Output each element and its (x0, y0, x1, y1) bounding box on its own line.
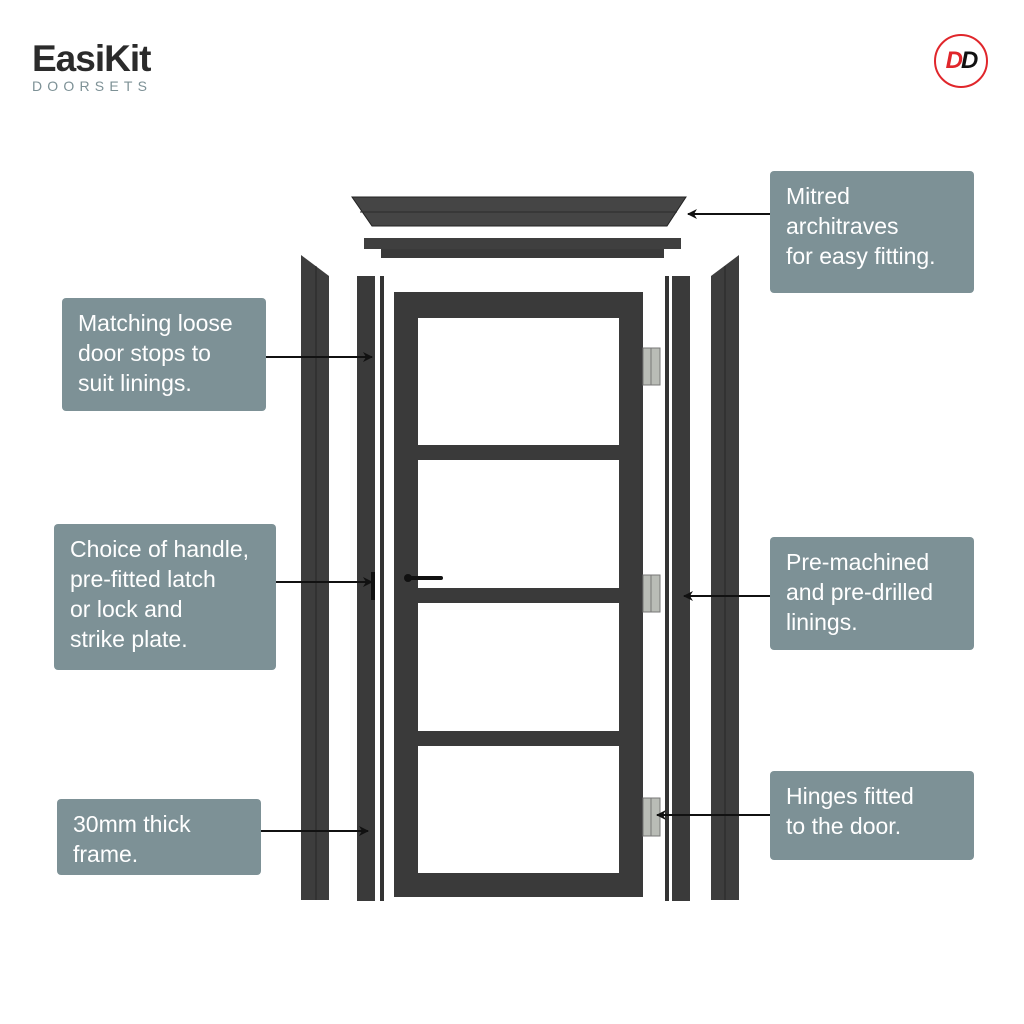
left-lining (357, 276, 375, 901)
head-stop (381, 249, 664, 258)
label-handle: Choice of handle, pre-fitted latch or lo… (54, 524, 276, 670)
right-lining (672, 276, 690, 901)
dd-badge-logo: DD (934, 34, 988, 88)
left-door-stop (380, 276, 384, 901)
easikit-logo: EasiKit DOORSETS (32, 38, 153, 95)
hinge (642, 797, 661, 837)
label-door-stops: Matching loose door stops to suit lining… (62, 298, 266, 411)
left-architrave (301, 255, 329, 900)
label-frame: 30mm thick frame. (57, 799, 261, 875)
label-architraves: Mitred architraves for easy fitting. (770, 171, 974, 293)
hinge (642, 574, 661, 613)
label-linings: Pre-machined and pre-drilled linings. (770, 537, 974, 650)
strike-plate (371, 572, 375, 600)
glass-pane (418, 746, 619, 873)
label-hinges: Hinges fitted to the door. (770, 771, 974, 860)
logo-name: EasiKit (32, 38, 151, 79)
handle-lever (405, 576, 443, 580)
glass-pane (418, 603, 619, 731)
glass-pane (418, 460, 619, 588)
head-lining (364, 238, 681, 249)
logo-subtitle: DOORSETS (32, 78, 153, 94)
right-door-stop (665, 276, 669, 901)
hinge (642, 347, 661, 386)
glass-pane (418, 318, 619, 445)
